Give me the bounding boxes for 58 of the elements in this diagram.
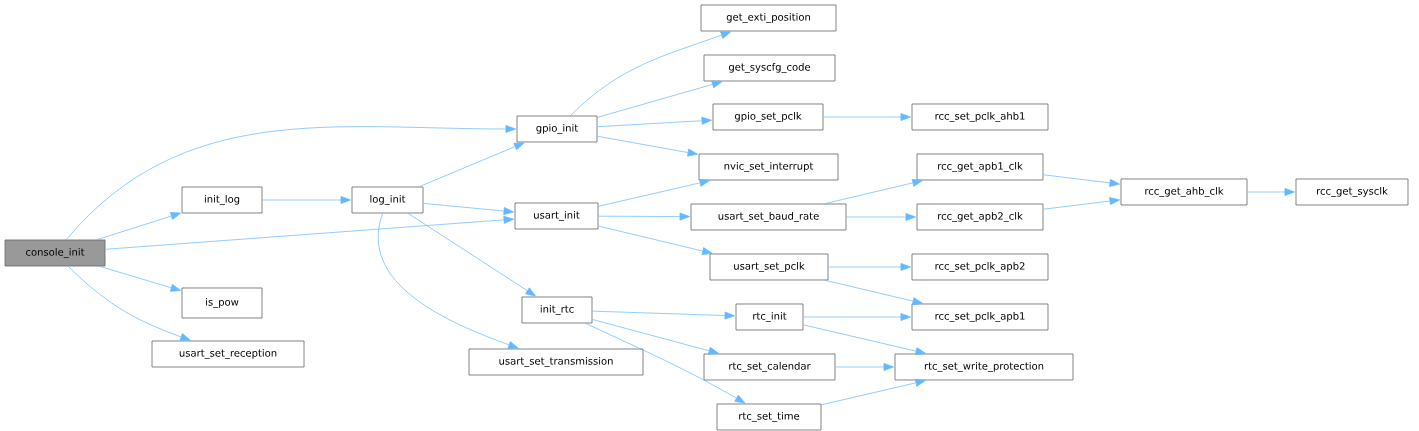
function-box: console_init [4, 239, 106, 267]
arrow [828, 263, 911, 271]
function-box: usart_set_reception [151, 340, 305, 368]
function-box: rtc_set_calendar [703, 353, 836, 381]
arrow [96, 212, 181, 240]
arrow [68, 266, 191, 341]
function-box: init_log [181, 186, 263, 214]
arrow [825, 280, 923, 305]
arrow [419, 142, 525, 187]
function-box: rcc_set_pclk_apb2 [911, 253, 1049, 281]
arrow [262, 196, 351, 204]
function-box: get_syscfg_code [703, 54, 836, 82]
arrow [597, 135, 698, 157]
function-box: usart_set_baud_rate [690, 203, 847, 231]
arrow [585, 323, 746, 404]
arrow [803, 313, 911, 321]
function-box: usart_set_transmission [468, 348, 644, 376]
arrow [570, 31, 732, 116]
arrow [598, 225, 713, 255]
arrow [1247, 188, 1295, 196]
arrow [803, 324, 926, 355]
function-box: rcc_set_pclk_apb1 [911, 303, 1049, 331]
function-box: nvic_set_interrupt [698, 153, 839, 181]
arrow [105, 215, 514, 250]
function-box: rtc_init [735, 303, 804, 331]
function-box: init_rtc [521, 296, 593, 324]
arrow [821, 378, 926, 406]
arrow [597, 80, 723, 118]
function-box: rtc_set_time [716, 403, 822, 431]
function-box: is_pow [181, 287, 263, 319]
arrow [598, 212, 690, 221]
function-box: rcc_set_pclk_ahb1 [911, 103, 1049, 131]
arrow [407, 213, 536, 297]
arrow [378, 213, 519, 349]
arrow [423, 203, 514, 215]
arrow [823, 113, 911, 121]
function-box: get_exti_position [700, 4, 837, 32]
arrow [65, 125, 516, 240]
function-box: rcc_get_apb2_clk [916, 203, 1044, 231]
function-box: usart_init [514, 202, 599, 230]
arrow [835, 363, 894, 371]
function-box: usart_set_pclk [709, 253, 829, 281]
function-box: gpio_init [516, 115, 598, 143]
arrow [598, 178, 710, 207]
arrow [597, 116, 712, 128]
function-box: log_init [351, 186, 424, 214]
arrow [824, 179, 923, 204]
function-box: rcc_get_ahb_clk [1120, 178, 1248, 206]
arrow [846, 213, 916, 221]
function-box: rtc_set_write_protection [894, 353, 1074, 381]
arrow [99, 266, 181, 292]
arrow [1043, 197, 1120, 210]
function-box: rcc_get_sysclk [1295, 178, 1409, 206]
function-box: rcc_get_apb1_clk [916, 153, 1044, 181]
arrow [592, 319, 719, 355]
arrow [1043, 174, 1120, 187]
arrow [592, 310, 735, 320]
function-box: gpio_set_pclk [712, 103, 824, 131]
